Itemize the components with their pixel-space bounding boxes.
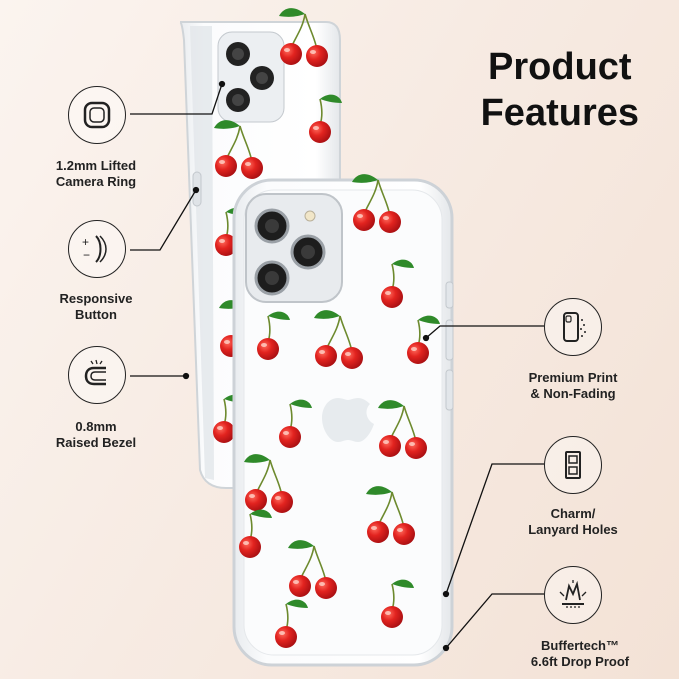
feature-charm-line-1: Charm/ <box>550 506 596 521</box>
phone-print-icon <box>544 298 602 356</box>
feature-drop: Buffertech™ 6.6ft Drop Proof <box>531 638 629 670</box>
page-title: Product Features <box>481 44 639 136</box>
lanyard-hole-icon <box>544 436 602 494</box>
title-line-2: Features <box>480 92 639 134</box>
camera-ring-icon <box>68 86 126 144</box>
front-phone-case <box>232 173 454 667</box>
bezel-icon <box>68 346 126 404</box>
feature-drop-line-2: 6.6ft Drop Proof <box>530 654 630 669</box>
feature-button-line-2: Button <box>75 307 117 322</box>
button-icon: +− <box>68 220 126 278</box>
feature-print: Premium Print & Non-Fading <box>529 370 618 402</box>
feature-bezel-line-1: 0.8mm <box>75 419 117 434</box>
feature-camera-ring: 1.2mm Lifted Camera Ring <box>56 158 136 190</box>
feature-bezel-line-2: Raised Bezel <box>55 435 137 450</box>
feature-print-line-1: Premium Print <box>528 370 618 385</box>
feature-drop-line-1: Buffertech™ <box>540 638 620 653</box>
feature-camera-ring-line-2: Camera Ring <box>55 174 137 189</box>
feature-button: Responsive Button <box>60 291 133 323</box>
drop-proof-icon <box>544 566 602 624</box>
feature-button-line-1: Responsive <box>59 291 133 306</box>
title-line-1: Product <box>488 46 632 88</box>
feature-charm: Charm/ Lanyard Holes <box>528 506 618 538</box>
callout-lines <box>130 80 544 652</box>
feature-print-line-2: & Non-Fading <box>530 386 616 401</box>
svg-text:−: − <box>83 248 90 262</box>
feature-bezel: 0.8mm Raised Bezel <box>56 419 136 451</box>
svg-text:+: + <box>82 235 89 249</box>
feature-charm-line-2: Lanyard Holes <box>528 522 618 537</box>
feature-camera-ring-line-1: 1.2mm Lifted <box>55 158 137 173</box>
